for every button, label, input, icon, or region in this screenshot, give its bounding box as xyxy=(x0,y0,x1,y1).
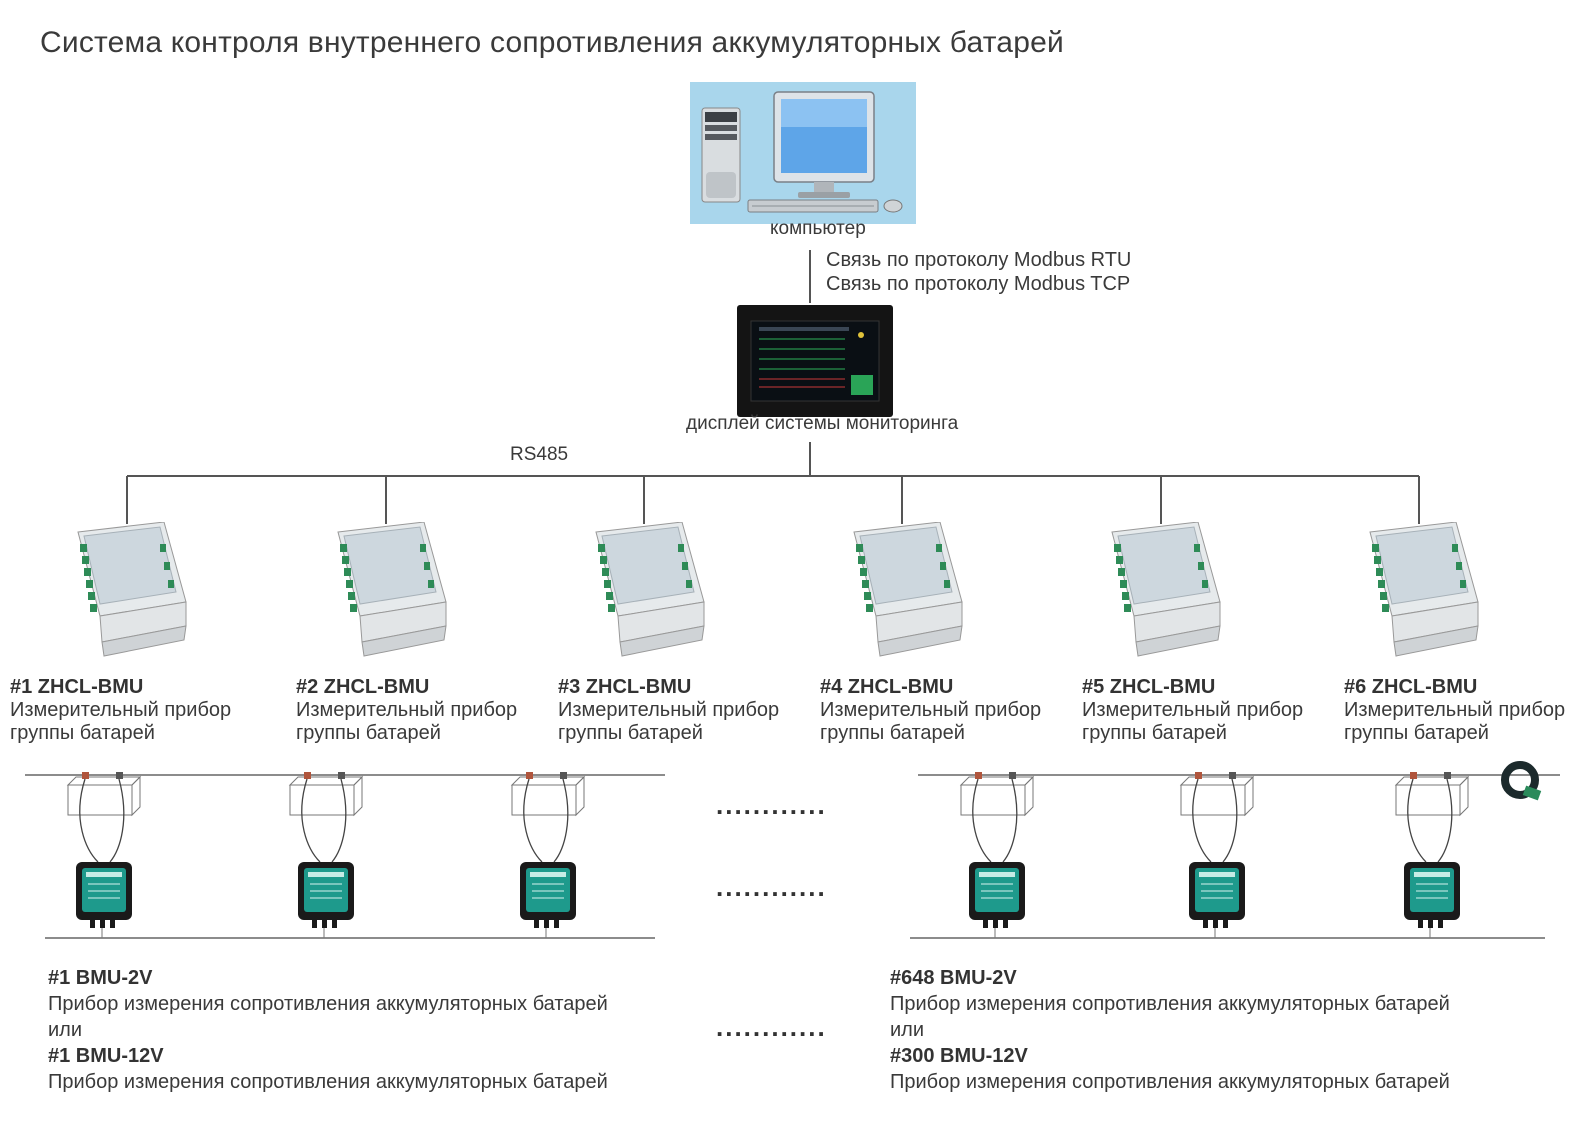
device-desc-line2: группы батарей xyxy=(10,722,155,744)
bmu-right-label: #648 BMU-2V Прибор измерения сопротивлен… xyxy=(890,965,1450,1095)
device-desc-line1: Измерительный прибор xyxy=(1082,699,1304,721)
device-desc-line2: группы батарей xyxy=(1344,722,1489,744)
ellipsis-separator-2: ............ xyxy=(716,872,827,902)
battery-bmu-icon xyxy=(959,772,1035,938)
device-desc-line1: Измерительный прибор xyxy=(558,699,780,721)
device-desc-line1: Измерительный прибор xyxy=(10,699,232,721)
device-code: #3 ZHCL-BMU xyxy=(558,676,692,698)
protocol-rtu: Связь по протоколу Modbus RTU xyxy=(826,249,1132,271)
bmu-code-2v: #1 BMU-2V xyxy=(48,967,153,989)
computer-illustration xyxy=(690,82,916,224)
group-device-6 xyxy=(1368,521,1480,667)
battery-bmu-unit-2 xyxy=(284,770,374,950)
ellipsis-separator-3: ............ xyxy=(716,1012,827,1042)
ellipsis-separator-1: ............ xyxy=(716,790,827,820)
device-code: #2 ZHCL-BMU xyxy=(296,676,430,698)
current-sensor-icon xyxy=(1500,760,1546,811)
device-desc-line1: Измерительный прибор xyxy=(1344,699,1566,721)
group-device-3-label: #3 ZHCL-BMU Измерительный прибор группы … xyxy=(558,676,779,745)
bmu-code-12v: #1 BMU-12V xyxy=(48,1045,164,1067)
device-desc-line1: Измерительный прибор xyxy=(820,699,1042,721)
bmu-or: или xyxy=(890,1019,925,1041)
battery-bmu-icon xyxy=(1394,772,1470,938)
group-device-5 xyxy=(1110,521,1222,667)
group-device-2-label: #2 ZHCL-BMU Измерительный прибор группы … xyxy=(296,676,517,745)
battery-bmu-unit-1 xyxy=(62,770,152,950)
group-device-5-label: #5 ZHCL-BMU Измерительный прибор группы … xyxy=(1082,676,1303,745)
device-code: #5 ZHCL-BMU xyxy=(1082,676,1216,698)
device-desc-line1: Измерительный прибор xyxy=(296,699,518,721)
din-rail-device-icon xyxy=(1111,521,1221,657)
rs485-label: RS485 xyxy=(510,444,569,465)
din-rail-device-icon xyxy=(1369,521,1479,657)
protocol-labels: Связь по протоколу Modbus RTU Связь по п… xyxy=(826,248,1131,296)
din-rail-device-icon xyxy=(853,521,963,657)
page-title: Система контроля внутреннего сопротивлен… xyxy=(40,26,1064,59)
device-desc-line2: группы батарей xyxy=(1082,722,1227,744)
din-rail-device-icon xyxy=(595,521,705,657)
battery-bmu-icon xyxy=(1179,772,1255,938)
battery-bmu-icon xyxy=(66,772,142,938)
protocol-tcp: Связь по протоколу Modbus TCP xyxy=(826,273,1131,295)
group-device-1-label: #1 ZHCL-BMU Измерительный прибор группы … xyxy=(10,676,231,745)
battery-bmu-icon xyxy=(288,772,364,938)
bmu-code-12v: #300 BMU-12V xyxy=(890,1045,1028,1067)
bmu-code-2v: #648 BMU-2V xyxy=(890,967,1017,989)
battery-bmu-icon xyxy=(510,772,586,938)
device-code: #6 ZHCL-BMU xyxy=(1344,676,1478,698)
computer-label: компьютер xyxy=(770,218,866,239)
bmu-desc-1: Прибор измерения сопротивления аккумулят… xyxy=(48,993,608,1015)
group-device-1 xyxy=(76,521,188,667)
bmu-desc-1: Прибор измерения сопротивления аккумулят… xyxy=(890,993,1450,1015)
din-rail-device-icon xyxy=(77,521,187,657)
device-code: #1 ZHCL-BMU xyxy=(10,676,144,698)
device-desc-line2: группы батарей xyxy=(558,722,703,744)
device-desc-line2: группы батарей xyxy=(820,722,965,744)
group-device-3 xyxy=(594,521,706,667)
monitoring-display-illustration xyxy=(737,305,893,417)
bmu-left-label: #1 BMU-2V Прибор измерения сопротивления… xyxy=(48,965,608,1095)
display-label: дисплей системы мониторинга xyxy=(686,413,959,434)
group-device-4-label: #4 ZHCL-BMU Измерительный прибор группы … xyxy=(820,676,1041,745)
battery-bmu-unit-5 xyxy=(1175,770,1265,950)
battery-bmu-unit-4 xyxy=(955,770,1045,950)
battery-bmu-unit-3 xyxy=(506,770,596,950)
bmu-desc-2: Прибор измерения сопротивления аккумулят… xyxy=(48,1071,608,1093)
din-rail-device-icon xyxy=(337,521,447,657)
device-desc-line2: группы батарей xyxy=(296,722,441,744)
group-device-6-label: #6 ZHCL-BMU Измерительный прибор группы … xyxy=(1344,676,1565,745)
group-device-4 xyxy=(852,521,964,667)
battery-bmu-unit-6 xyxy=(1390,770,1480,950)
bmu-desc-2: Прибор измерения сопротивления аккумулят… xyxy=(890,1071,1450,1093)
group-device-2 xyxy=(336,521,448,667)
device-code: #4 ZHCL-BMU xyxy=(820,676,954,698)
bmu-or: или xyxy=(48,1019,83,1041)
